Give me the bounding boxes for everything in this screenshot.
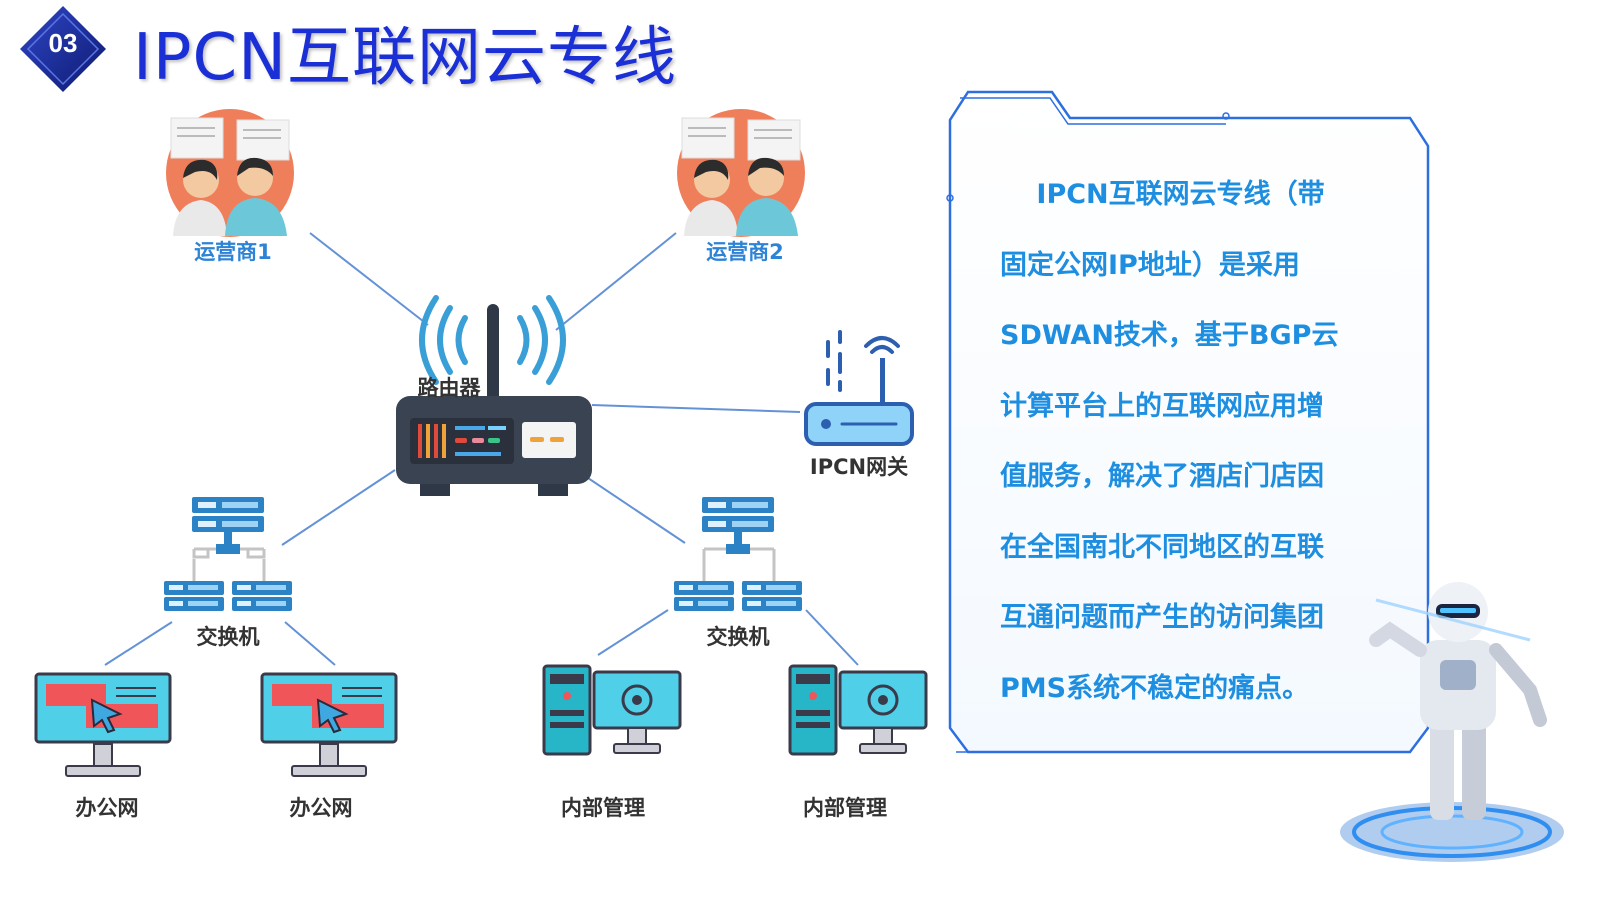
internal-1-label: 内部管理 — [561, 796, 645, 820]
workstation-2-icon — [788, 664, 928, 756]
panel-line: IPCN互联网云专线（带 — [1000, 179, 1325, 210]
section-badge — [20, 6, 106, 92]
office-1-label: 办公网 — [75, 796, 139, 820]
router-label: 路由器 — [417, 376, 481, 400]
connection-lines — [104, 232, 859, 666]
gateway-label: IPCN网关 — [809, 455, 909, 479]
office-monitor-2-icon — [260, 672, 398, 777]
info-panel-frame — [946, 90, 1430, 754]
router-icon — [396, 295, 592, 496]
carrier-1-people-icon — [166, 109, 294, 237]
panel-line: PMS系统不稳定的痛点。 — [1000, 672, 1310, 704]
switch-left-icon — [164, 497, 292, 611]
gateway-icon — [804, 330, 914, 446]
section-number: 03 — [48, 28, 78, 58]
carrier-2-label: 运营商2 — [706, 240, 784, 264]
switch-right-label: 交换机 — [706, 625, 770, 649]
switch-left-label: 交换机 — [196, 625, 260, 649]
carrier-1-label: 运营商1 — [194, 240, 272, 264]
switch-right-icon — [674, 497, 802, 611]
office-2-label: 办公网 — [289, 796, 353, 820]
panel-line: 值服务，解决了酒店门店因 — [1000, 461, 1324, 492]
carrier-2-people-icon — [677, 109, 805, 237]
internal-2-label: 内部管理 — [803, 796, 887, 820]
panel-line: 互通问题而产生的访问集团 — [1000, 602, 1324, 633]
panel-line: 固定公网IP地址）是采用 — [1000, 249, 1300, 281]
panel-line: 在全国南北不同地区的互联 — [1000, 531, 1324, 563]
panel-line: SDWAN技术，基于BGP云 — [1000, 320, 1339, 351]
office-monitor-1-icon — [34, 672, 172, 777]
panel-line: 计算平台上的互联网应用增 — [1000, 390, 1324, 422]
info-panel-text: IPCN互联网云专线（带 固定公网IP地址）是采用 SDWAN技术，基于BGP云… — [1000, 160, 1380, 724]
workstation-1-icon — [542, 664, 682, 756]
robot-illustration — [1340, 582, 1564, 862]
page-title: IPCN互联网云专线 — [133, 21, 678, 95]
